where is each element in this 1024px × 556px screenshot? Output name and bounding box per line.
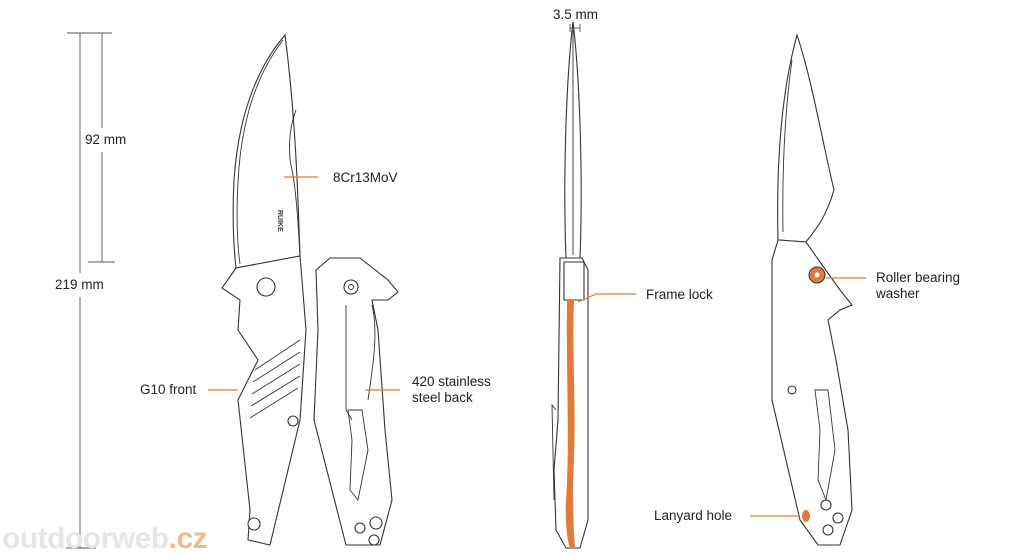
knife-front-view: RUIKE xyxy=(221,33,307,546)
logo-text: RUIKE xyxy=(276,210,283,232)
lanyard-label: Lanyard hole xyxy=(654,508,733,523)
watermark-main: outdoorweb xyxy=(2,522,169,555)
back-scale-label-line1: 420 stainless xyxy=(412,374,491,389)
blade-length-label: 92 mm xyxy=(85,132,127,147)
back-scale-label-line2: steel back xyxy=(412,390,473,405)
lanyard-hole-highlight xyxy=(802,510,810,522)
roller-label-line1: Roller bearing xyxy=(876,270,961,285)
blade-thickness-label: 3.5 mm xyxy=(553,7,599,22)
overall-length-label: 219 mm xyxy=(55,277,104,292)
front-scale-label: G10 front xyxy=(140,382,197,397)
dimension-lines xyxy=(66,24,581,549)
knife-side-view xyxy=(771,33,853,546)
leader-lines xyxy=(208,176,866,517)
frame-lock-highlight xyxy=(565,300,575,548)
blade-steel-label: 8Cr13MoV xyxy=(333,170,398,185)
watermark: outdoorweb.cz xyxy=(2,522,208,556)
roller-label-line2: washer xyxy=(876,286,920,301)
frame-lock-label: Frame lock xyxy=(646,287,713,302)
knife-back-view xyxy=(313,257,399,546)
knife-spine-view xyxy=(551,21,589,549)
watermark-suffix: .cz xyxy=(168,522,208,555)
